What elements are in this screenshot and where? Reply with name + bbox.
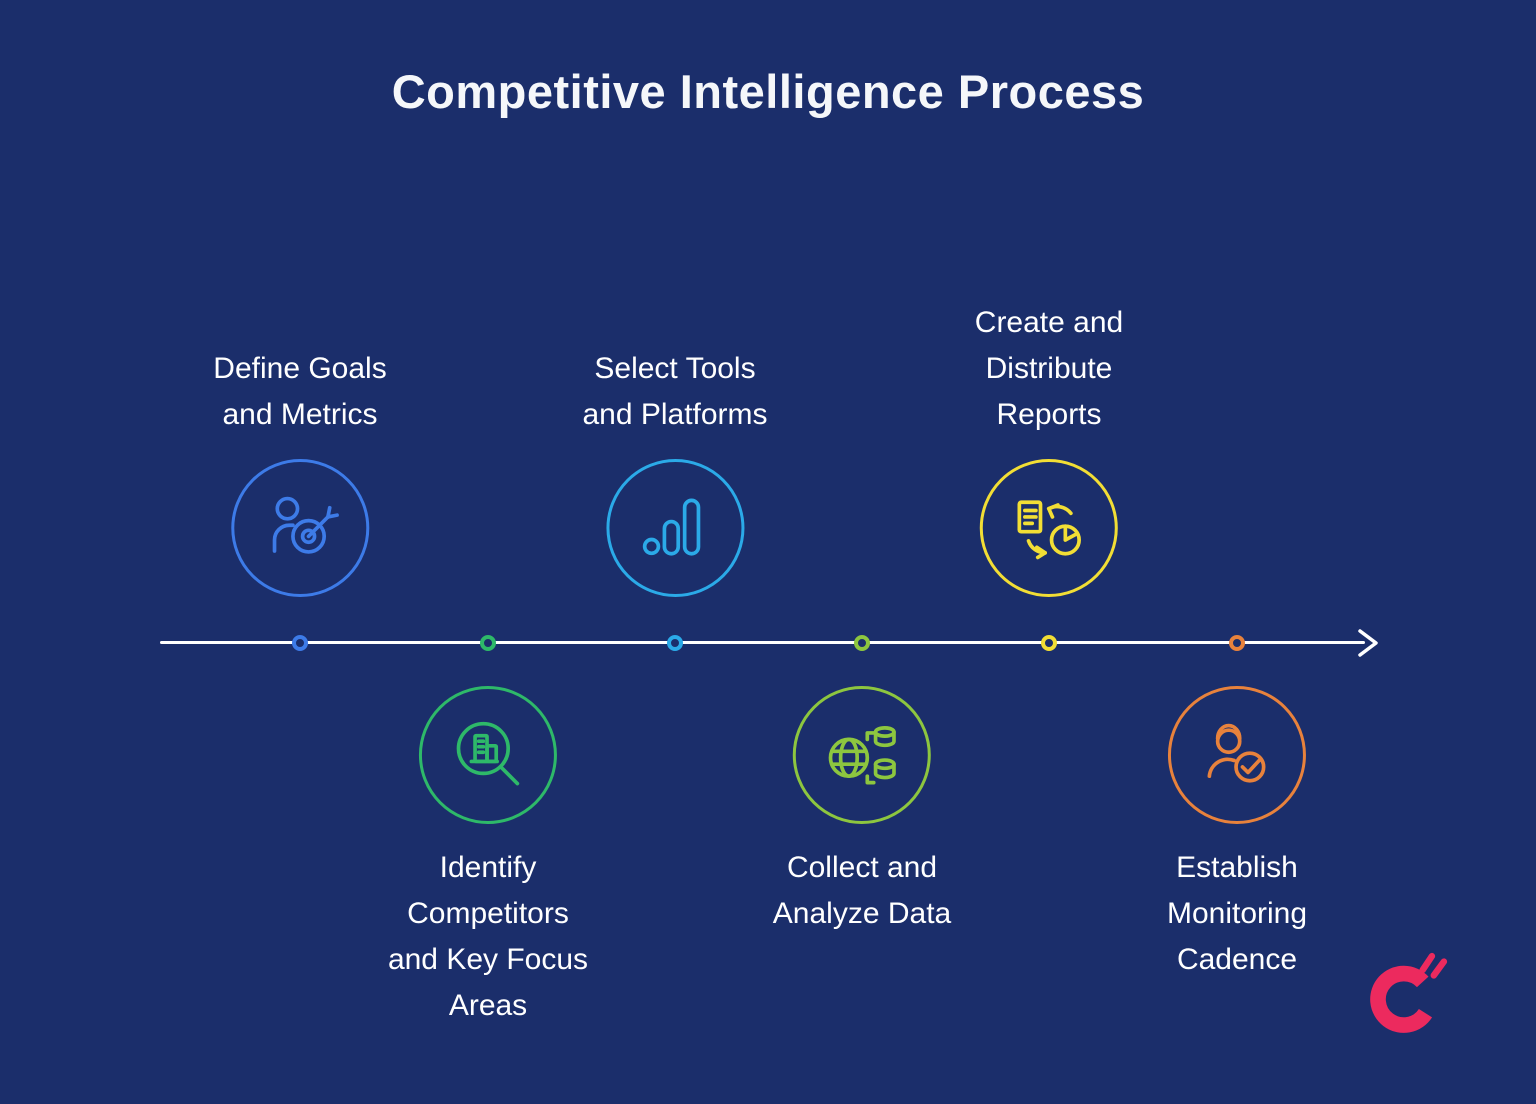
crayon-logo [1370, 952, 1448, 1033]
step-create-reports: Create and Distribute Reports [975, 300, 1123, 597]
timeline-dot [1229, 635, 1245, 651]
magnifier-building-icon [419, 686, 557, 824]
timeline-dot [667, 635, 683, 651]
timeline-arrow-icon [1358, 629, 1378, 657]
timeline-line [160, 641, 1365, 644]
step-collect-analyze: Collect and Analyze Data [773, 686, 951, 937]
step-label: Create and Distribute Reports [974, 306, 1124, 431]
step-identify-competitors: Identify Competitors and Key Focus Areas [388, 686, 588, 1029]
report-sync-icon [980, 459, 1118, 597]
step-label: Collect and Analyze Data [772, 851, 952, 930]
page-title: Competitive Intelligence Process [391, 65, 1145, 118]
person-check-icon [1167, 686, 1306, 824]
step-label: Establish Monitoring Cadence [1166, 851, 1308, 976]
timeline-dot [292, 635, 308, 651]
step-label: Define Goals and Metrics [213, 352, 387, 431]
timeline-dot [1041, 635, 1057, 651]
step-define-goals: Define Goals and Metrics [213, 346, 387, 597]
globe-database-icon [793, 686, 931, 824]
step-label: Select Tools and Platforms [582, 352, 768, 431]
step-select-tools: Select Tools and Platforms [582, 346, 768, 597]
step-monitoring-cadence: Establish Monitoring Cadence [1167, 686, 1307, 983]
timeline-dot [854, 635, 870, 651]
bar-chart-icon [606, 459, 744, 597]
step-label: Identify Competitors and Key Focus Areas [387, 851, 589, 1022]
timeline-dot [480, 635, 496, 651]
person-target-icon [231, 459, 369, 597]
